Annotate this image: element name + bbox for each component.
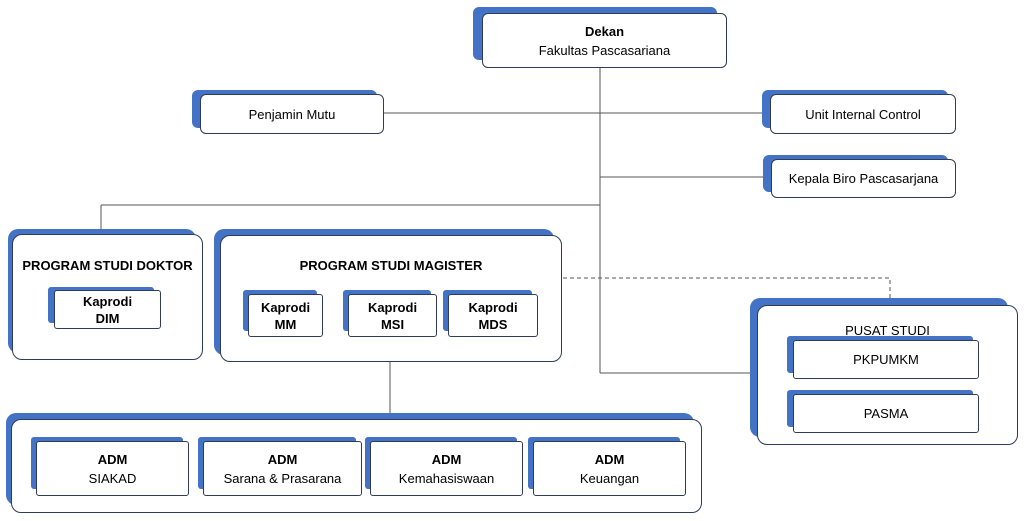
kaprodi-dim-box: Kaprodi DIM	[48, 287, 161, 329]
pasma-box: PASMA	[787, 390, 979, 433]
adm-sarana-box: ADM Sarana & Prasarana	[198, 437, 362, 496]
program-studi-magister-container: PROGRAM STUDI MAGISTER Kaprodi MM Kaprod…	[214, 229, 562, 362]
adm-siakad-box: ADM SIAKAD	[31, 437, 189, 496]
kaprodi-mm-line2: MM	[274, 316, 297, 332]
magister-pusat-dashed-line	[563, 277, 891, 298]
pusat-studi-title: PUSAT STUDI	[845, 323, 930, 338]
adm-sarana-subtitle: Sarana & Prasarana	[223, 470, 342, 486]
dekan-title: Dekan	[584, 23, 625, 39]
kaprodi-mds-line1: Kaprodi	[468, 299, 518, 315]
adm-kemahasiswaan-subtitle: Kemahasiswaan	[398, 470, 495, 486]
pkpumkm-box: PKPUMKM	[787, 336, 979, 379]
kaprodi-mds-line2: MDS	[478, 316, 508, 332]
adm-keuangan-box: ADM Keuangan	[528, 437, 686, 496]
kaprodi-dim-line2: DIM	[95, 310, 120, 326]
adm-siakad-title: ADM	[97, 451, 128, 467]
adm-kemahasiswaan-title: ADM	[431, 451, 462, 467]
pkpumkm-label: PKPUMKM	[853, 352, 919, 367]
kaprodi-msi-line2: MSI	[380, 316, 405, 332]
adm-keuangan-subtitle: Keuangan	[579, 470, 640, 486]
kaprodi-mds-box: Kaprodi MDS	[443, 290, 538, 337]
kaprodi-mm-box: Kaprodi MM	[243, 290, 323, 337]
adm-kemahasiswaan-box: ADM Kemahasiswaan	[365, 437, 523, 496]
pasma-label: PASMA	[863, 406, 909, 421]
penjamin-mutu-label: Penjamin Mutu	[248, 106, 336, 122]
kaprodi-msi-box: Kaprodi MSI	[343, 290, 437, 337]
kaprodi-mm-line1: Kaprodi	[260, 299, 311, 315]
adm-siakad-subtitle: SIAKAD	[88, 470, 137, 486]
adm-sarana-title: ADM	[267, 451, 298, 467]
kepala-biro-box: Kepala Biro Pascasarjana	[763, 155, 956, 198]
doktor-title: PROGRAM STUDI DOKTOR	[22, 258, 193, 273]
program-studi-doktor-container: PROGRAM STUDI DOKTOR Kaprodi DIM	[8, 229, 203, 360]
adm-container: ADM SIAKAD ADM Sarana & Prasarana ADM Ke…	[6, 413, 702, 513]
pusat-studi-container: PUSAT STUDI PKPUMKM PASMA	[750, 298, 1018, 445]
unit-internal-control-box: Unit Internal Control	[762, 90, 956, 134]
kaprodi-msi-line1: Kaprodi	[367, 299, 418, 315]
kaprodi-dim-line1: Kaprodi	[82, 293, 133, 309]
dekan-box: Dekan Fakultas Pascasariana	[473, 7, 727, 68]
kepala-biro-label: Kepala Biro Pascasarjana	[788, 171, 939, 186]
magister-title: PROGRAM STUDI MAGISTER	[299, 258, 483, 273]
unit-internal-control-label: Unit Internal Control	[805, 106, 921, 122]
dekan-subtitle: Fakultas Pascasariana	[538, 42, 671, 58]
penjamin-mutu-box: Penjamin Mutu	[192, 90, 384, 134]
adm-keuangan-title: ADM	[594, 451, 625, 467]
